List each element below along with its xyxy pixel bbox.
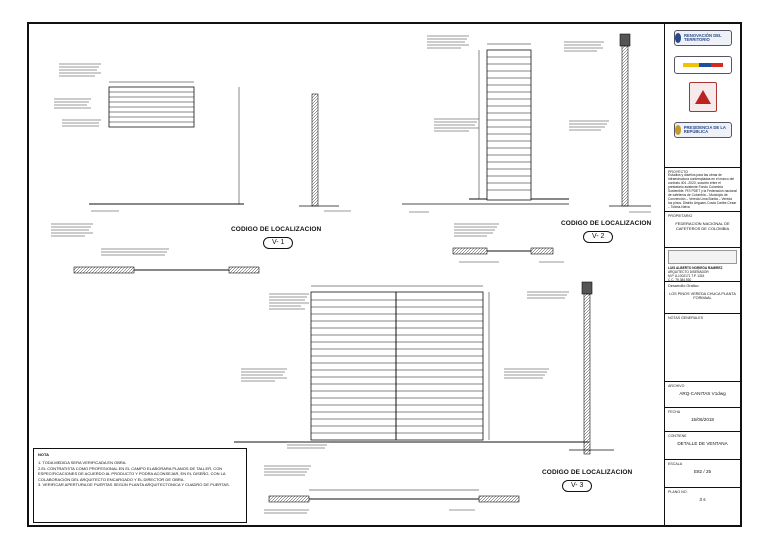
note-line-2: 2.EL CONTRATISTA COMO PROFESIONAL EN EL … (38, 465, 226, 482)
note-line-1: 1. TODA MEDIDA SERA VERIFICADA EN OBRA. (38, 460, 127, 466)
notes-title: NOTA (38, 452, 50, 457)
title-block: RENOVACIÓN DEL TERRITORIO PRESIDENCIA DE… (664, 24, 740, 525)
owner-cell: PROPIETARIO FEDERACION NACIONAL DE CAFET… (665, 212, 740, 248)
signature-cell: LUIS ALBERTO NORIEGA RAMIREZ ARQUITECTO … (665, 248, 740, 282)
technical-drawing (51, 33, 651, 514)
signature-mark (668, 250, 737, 264)
content-label: CONTIENE (668, 434, 687, 438)
signer-name: LUIS ALBERTO NORIEGA RAMIREZ (668, 266, 723, 270)
cafeteros-logo-icon (688, 82, 717, 112)
scale-label: ESCALA (668, 462, 683, 466)
logos-cell: RENOVACIÓN DEL TERRITORIO PRESIDENCIA DE… (665, 24, 740, 168)
presidencia-logo-text: PRESIDENCIA DE LA REPÚBLICA (683, 124, 726, 134)
location-code-title-v1: CODIGO DE LOCALIZACION (231, 226, 322, 233)
location-code-title-v3: CODIGO DE LOCALIZACION (542, 469, 633, 476)
owner-value: FEDERACION NACIONAL DE CAFETEROS DE COLO… (675, 221, 730, 232)
signer-id: M.P. A-1002171 T.P. 1315 (668, 274, 705, 278)
view-tag-v1: V- 1 (263, 237, 294, 249)
drawing-area: CODIGO DE LOCALIZACION V- 1 CODIGO DE LO… (29, 24, 667, 525)
location-code-title-v2: CODIGO DE LOCALIZACION (561, 220, 652, 227)
project-text: Estudios y diseños para las obras de inf… (668, 173, 737, 210)
seal-icon (674, 125, 681, 135)
view-tag-v3: V- 3 (562, 480, 593, 492)
scale-cell: ESCALA E82 / 25 (665, 460, 740, 488)
signer-cc: C.C. 79.384.930 (668, 278, 692, 282)
date-label: FECHA (668, 410, 681, 414)
project-cell: PROYECTO Estudios y diseños para las obr… (665, 168, 740, 212)
scale-value: E82 / 25 (693, 469, 712, 475)
file-label: ARCHIVO (668, 384, 685, 388)
general-notes-cell: NOTAS GENERALES (665, 314, 740, 382)
window-v3-elevation (234, 281, 614, 514)
designer-value: LOS PINOS VEREDA CHUCA PLANTA FORMAAL (669, 291, 736, 301)
view-tag-v2: V- 2 (583, 231, 614, 243)
date-cell: FECHA 15/06/2018 (665, 408, 740, 432)
file-cell: ARCHIVO ARQ-CANITAS V1dwg (665, 382, 740, 408)
content-value: DETALLE DE VENTANA (677, 441, 728, 447)
owner-label: PROPIETARIO (668, 214, 693, 218)
note-line-3: 3. VERIFICAR APERTURA DE PUERTAS SEGÚN P… (38, 481, 230, 487)
sheet-number-value: 3 s (699, 497, 706, 503)
content-cell: CONTIENE DETALLE DE VENTANA (665, 432, 740, 460)
date-value: 15/06/2018 (691, 417, 714, 423)
project-label: PROYECTO (668, 170, 689, 174)
sheet-number-cell: PLANO No. 3 s (665, 488, 740, 525)
presidencia-logo: PRESIDENCIA DE LA REPÚBLICA (673, 122, 732, 138)
shield-icon (674, 33, 681, 43)
notes-box: NOTA 1. TODA MEDIDA SERA VERIFICADA EN O… (33, 448, 247, 523)
signer-role: ARQUITECTO DISEÑADOR (668, 270, 709, 274)
sheet-number-label: PLANO No. (668, 490, 688, 494)
flag-stripe-icon (682, 63, 723, 67)
file-value: ARQ-CANITAS V1dwg (679, 391, 726, 397)
drawing-sheet: CODIGO DE LOCALIZACION V- 1 CODIGO DE LO… (27, 22, 742, 527)
renovacion-logo: RENOVACIÓN DEL TERRITORIO (673, 30, 732, 46)
designer-cell: Desarrollo Grafico LOS PINOS VEREDA CHUC… (665, 282, 740, 314)
window-v1-elevation (51, 63, 351, 274)
partner-logo (673, 56, 732, 74)
general-notes-label: NOTAS GENERALES (668, 316, 704, 320)
window-v2-elevation (402, 33, 651, 263)
designer-label: Desarrollo Grafico (668, 284, 699, 288)
renovacion-logo-text: RENOVACIÓN DEL TERRITORIO (684, 32, 722, 42)
